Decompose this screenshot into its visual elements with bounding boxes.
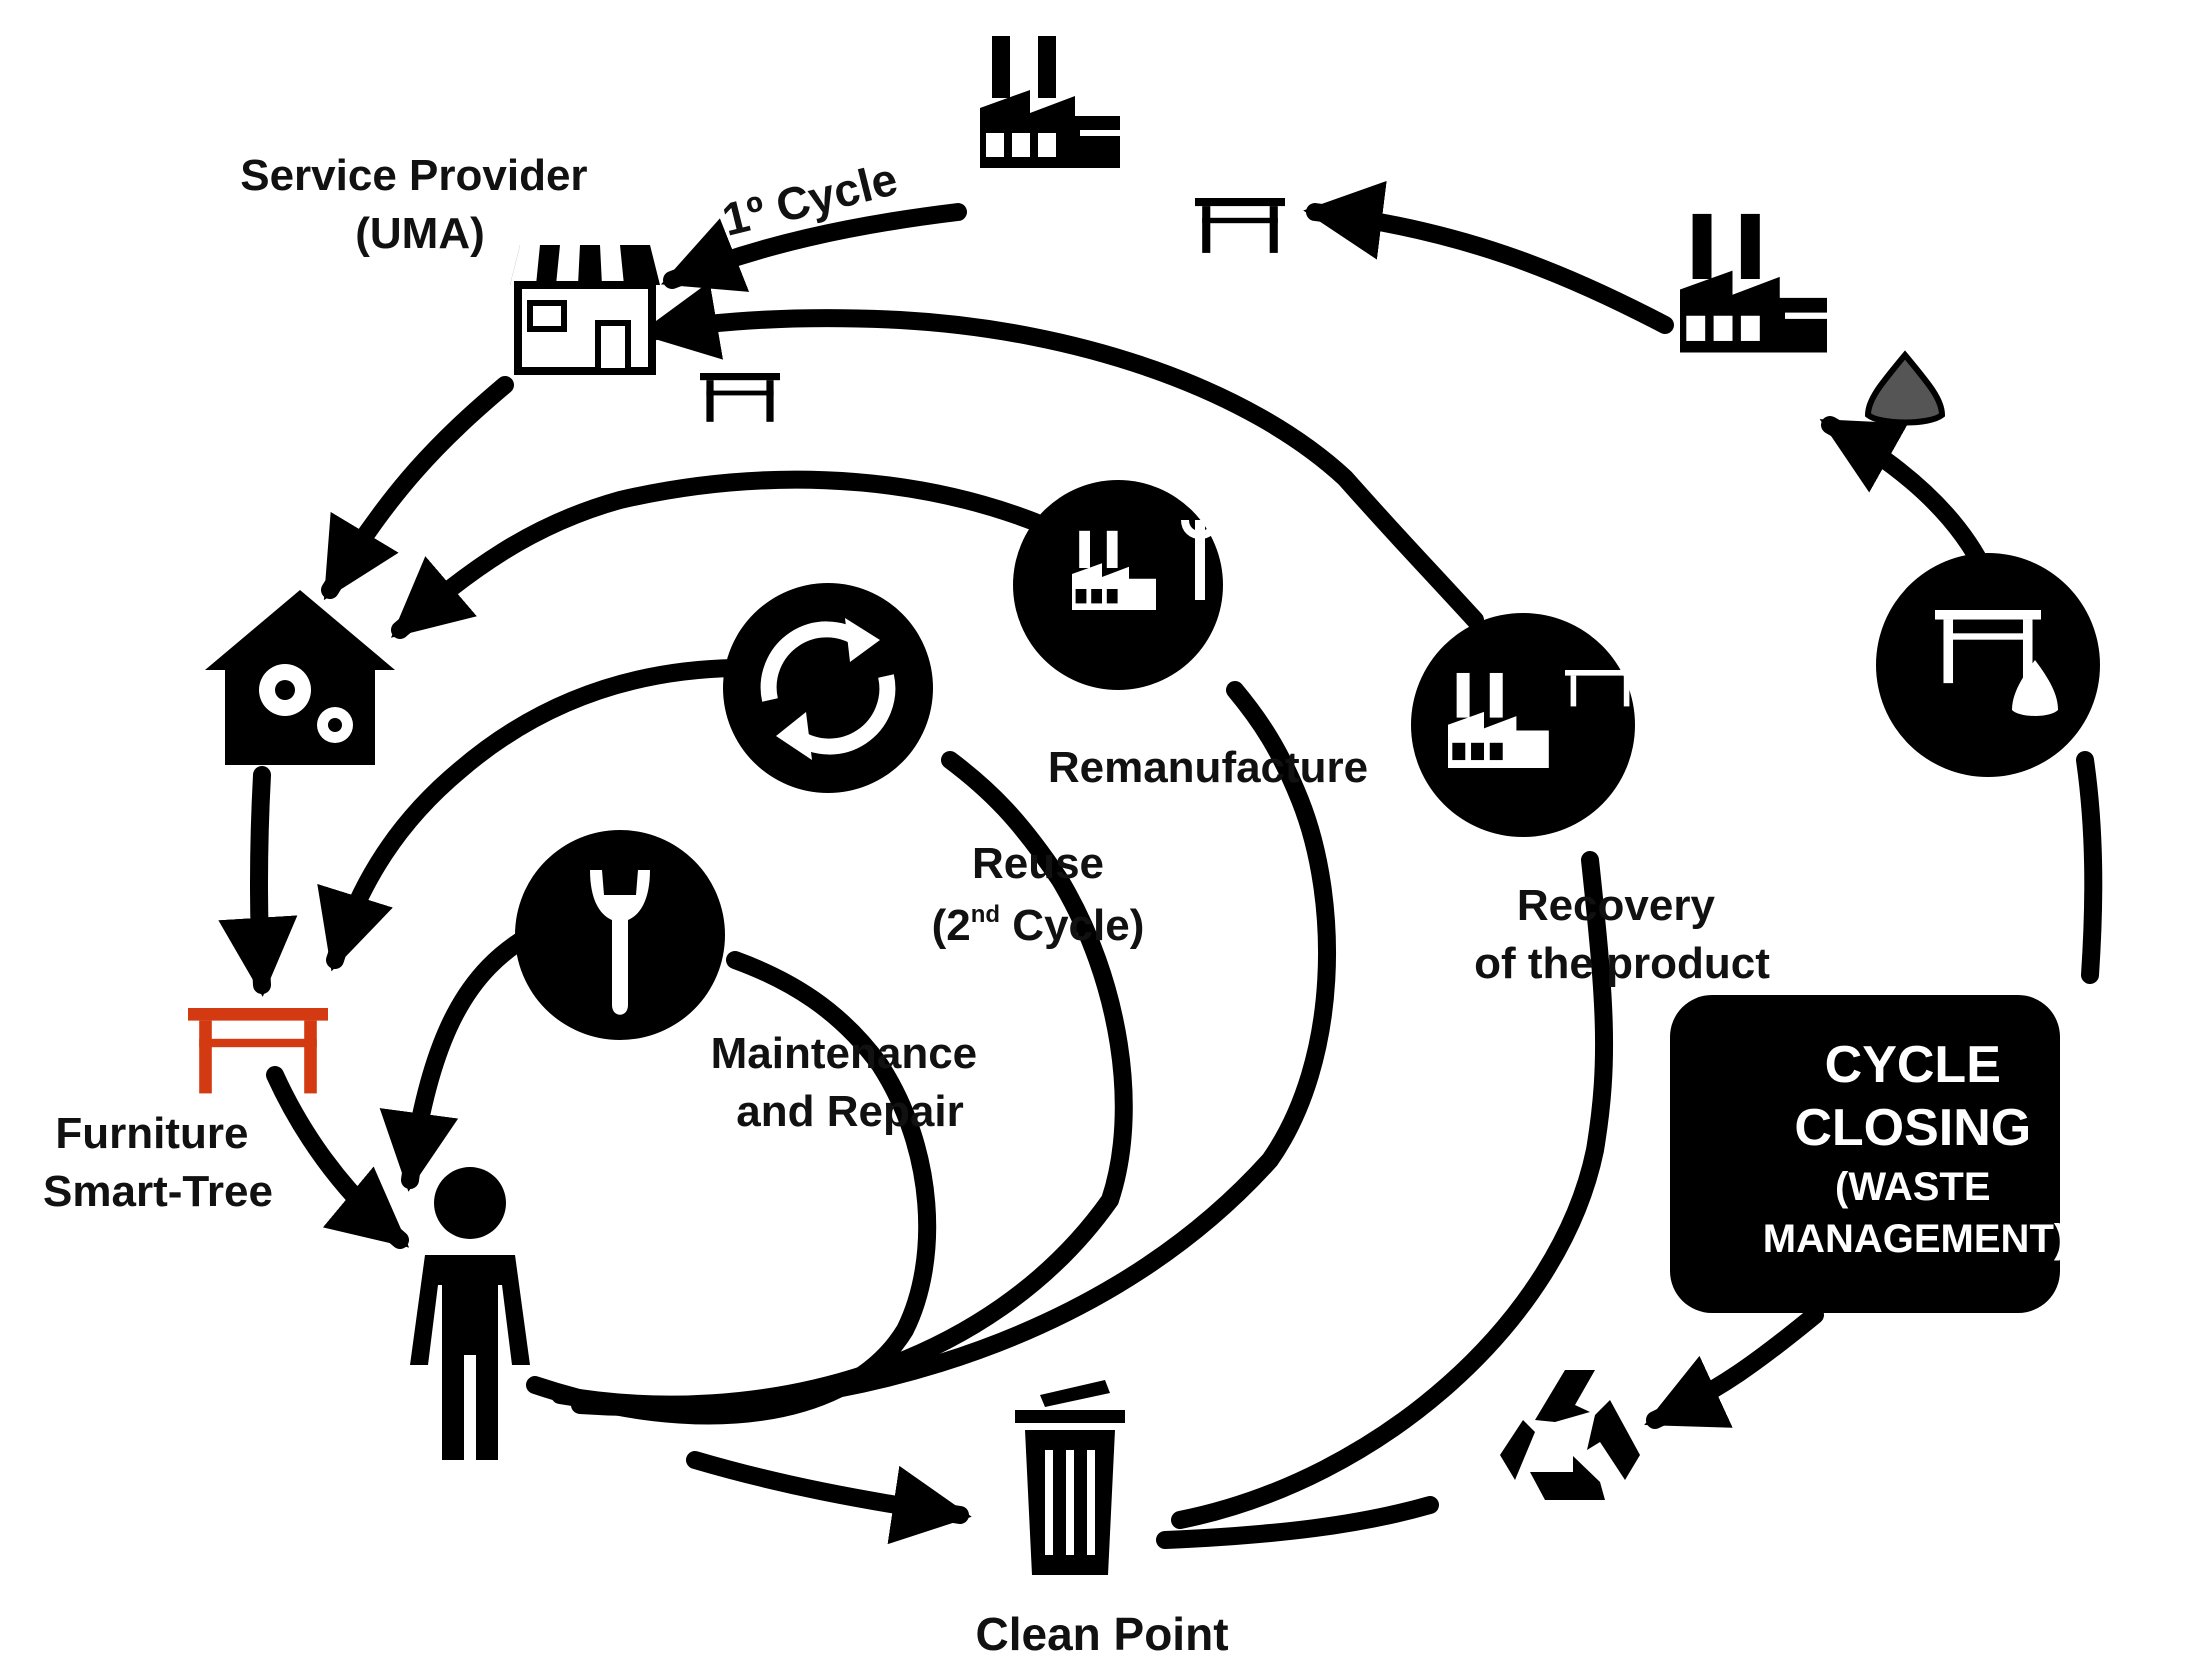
service-provider-label: Service Provider (UMA) [240,151,600,258]
arrow-furniture-to-person [266,1066,410,1249]
maintenance-label: Maintenance and Repair [711,1029,990,1136]
reuse-cycle-label: (2nd Cycle) [932,901,1145,950]
recycle-icon [1500,1370,1640,1500]
arrow-waste-node-to-factory [1819,416,1994,581]
loop-clean-point-to-recovery [1171,851,1614,1529]
shop-icon [510,245,660,375]
arrow-reuse-to-furniture [317,659,744,972]
reuse-label: Reuse [972,839,1104,888]
waste-table-drop-icon [1876,553,2100,777]
table-icon [700,373,780,422]
factory-drop-icon [1680,213,1827,353]
remanufacture-label: Remanufacture [1048,743,1368,792]
arrow-maintenance-to-person [379,926,539,1192]
table-icon [1195,198,1285,253]
trash-bin-icon [1015,1380,1125,1575]
wrench-icon [515,830,725,1040]
furniture-table-icon [188,1008,328,1094]
cycle-closing-box [1670,995,2060,1313]
arrow-provider-to-gears [321,376,514,601]
loop-person-to-maintenance [526,951,937,1425]
arrow-clean-point-to-recycle [1156,1496,1439,1549]
recovery-factory-table-icon [1411,613,1635,837]
arrow-factory-to-provider [660,203,967,292]
recovery-label: Recovery of the product [1474,881,1770,988]
arrow-closing-to-waste-node [2076,751,2103,984]
arrow-recovery-to-provider [638,281,1484,629]
cycle-closing-label: CYCLE CLOSING (WASTE MANAGEMENT) [1763,1036,2067,1261]
arrow-waste-factory-to-factory [1303,181,1674,334]
loop-person-to-remanufacture [571,681,1336,1417]
reuse-cycle-arrows-icon [723,583,933,793]
arrow-recycle-to-closing [1644,1306,1824,1429]
clean-point-label: Clean Point [975,1608,1228,1660]
waste-drop-icon [1864,350,1946,426]
furniture-label: Furniture Smart-Tree [43,1109,273,1216]
arrow-person-to-clean-point [686,1451,972,1545]
remanufacture-factory-wrench-icon [1013,480,1223,690]
arrow-remanufacture-to-gears [390,470,1044,639]
flow-arrows [218,181,2103,1549]
gears-house-icon [205,590,395,765]
person-icon [410,1167,530,1460]
arrow-gears-to-furniture [218,766,298,997]
factory-icon [980,36,1120,168]
